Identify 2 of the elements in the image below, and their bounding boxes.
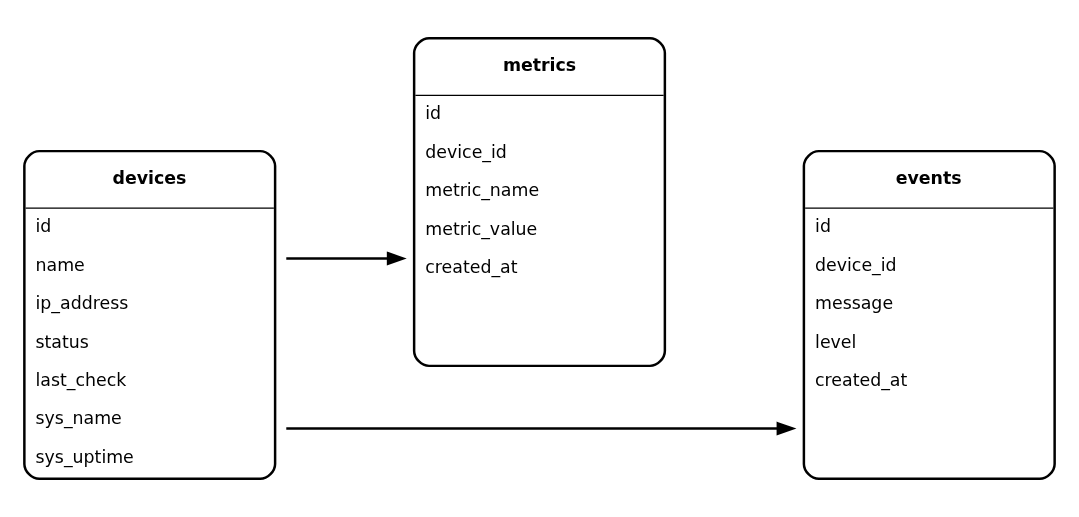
arrow [286,421,797,436]
arrow [286,251,407,266]
